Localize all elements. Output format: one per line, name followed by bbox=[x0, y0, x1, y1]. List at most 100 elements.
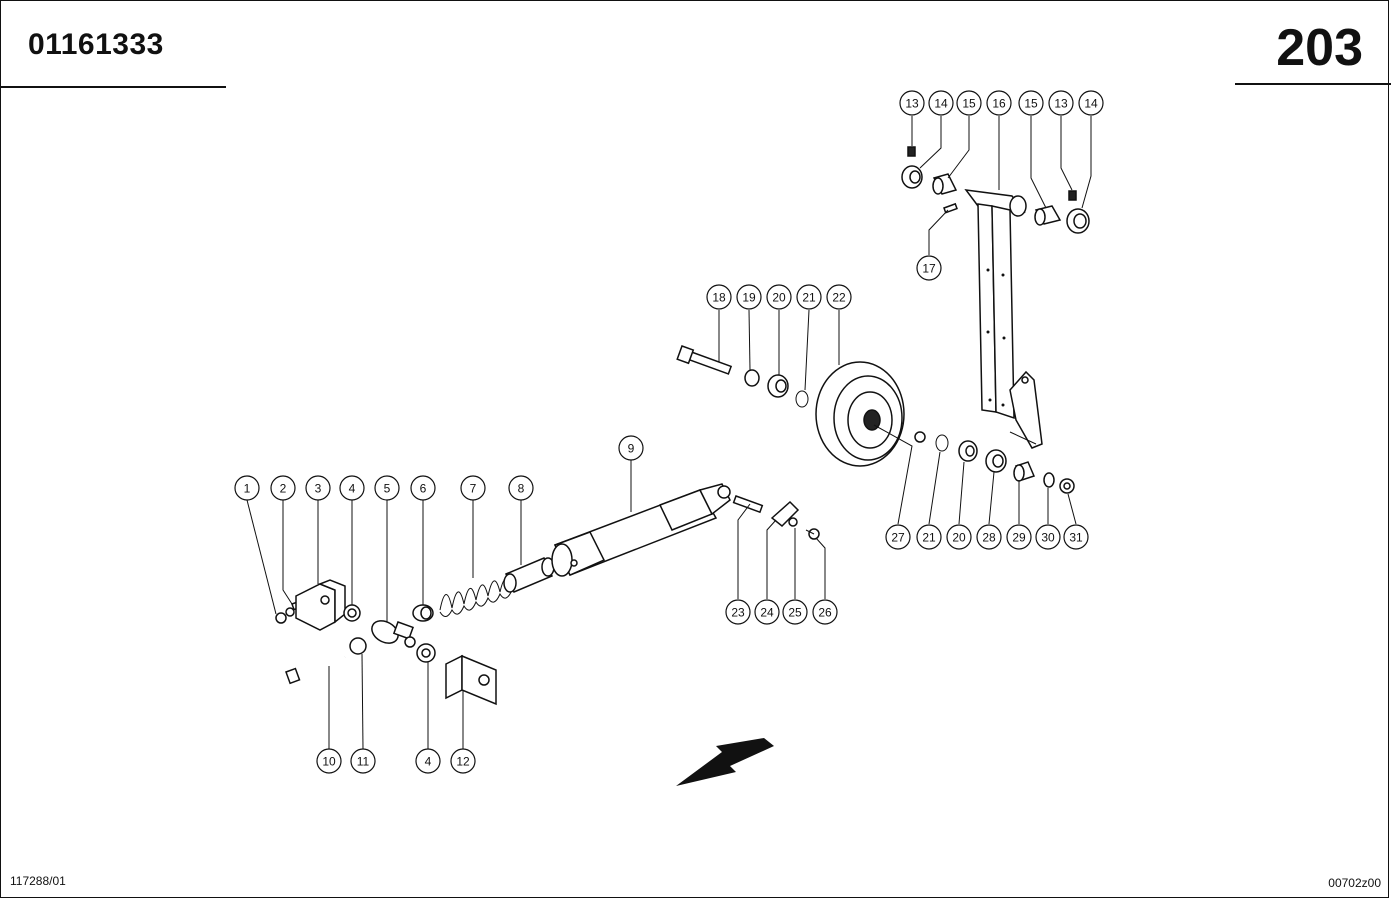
callout-23: 23 bbox=[725, 599, 751, 625]
callout-4: 4 bbox=[339, 475, 365, 501]
part-21-circlip-upper bbox=[795, 390, 809, 408]
callout-4: 4 bbox=[415, 748, 441, 774]
callout-label: 9 bbox=[628, 442, 635, 456]
direction-arrow-icon bbox=[676, 738, 774, 786]
callout-label: 26 bbox=[818, 606, 832, 620]
callout-29: 29 bbox=[1006, 524, 1032, 550]
callout-label: 4 bbox=[349, 482, 356, 496]
callout-label: 12 bbox=[456, 755, 470, 769]
part-22-pulley bbox=[815, 361, 905, 467]
part-14-bearing-right bbox=[1066, 208, 1090, 234]
callout-31: 31 bbox=[1063, 524, 1089, 550]
part-21-circlip-lower bbox=[935, 434, 949, 452]
callout-14: 14 bbox=[1078, 90, 1104, 116]
part-24-clip bbox=[770, 500, 800, 528]
part-13-grease-nipple-right bbox=[1068, 190, 1077, 201]
callout-label: 8 bbox=[518, 482, 525, 496]
part-6-bushing bbox=[412, 604, 434, 622]
callout-label: 22 bbox=[832, 291, 846, 305]
callout-20: 20 bbox=[946, 524, 972, 550]
callout-label: 14 bbox=[934, 97, 948, 111]
callout-label: 27 bbox=[891, 531, 905, 545]
callout-label: 17 bbox=[922, 262, 936, 276]
callout-label: 6 bbox=[420, 482, 427, 496]
callout-1: 1 bbox=[234, 475, 260, 501]
part-23-pin bbox=[732, 495, 764, 514]
callout-label: 25 bbox=[788, 606, 802, 620]
callout-label: 16 bbox=[992, 97, 1006, 111]
callout-19: 19 bbox=[736, 284, 762, 310]
header-rule-right bbox=[1235, 83, 1391, 85]
part-31-nut bbox=[1059, 478, 1075, 494]
callout-label: 15 bbox=[962, 97, 976, 111]
callout-label: 11 bbox=[357, 755, 370, 769]
part-4-nut-lower bbox=[416, 643, 436, 663]
leader-lines bbox=[246, 116, 1092, 750]
part-number: 01161333 bbox=[28, 28, 164, 61]
callout-label: 29 bbox=[1012, 531, 1026, 545]
callout-label: 20 bbox=[772, 291, 786, 305]
callout-30: 30 bbox=[1035, 524, 1061, 550]
callout-16: 16 bbox=[986, 90, 1012, 116]
callout-18: 18 bbox=[706, 284, 732, 310]
part-7-spring bbox=[439, 578, 513, 617]
callout-12: 12 bbox=[450, 748, 476, 774]
callout-label: 5 bbox=[384, 482, 391, 496]
part-19-spacer bbox=[744, 369, 760, 387]
callout-14: 14 bbox=[928, 90, 954, 116]
callout-28: 28 bbox=[976, 524, 1002, 550]
part-29-bushing bbox=[1013, 461, 1036, 482]
callout-label: 1 bbox=[244, 482, 251, 496]
part-15-bushing-left bbox=[932, 173, 958, 195]
callout-label: 13 bbox=[1054, 97, 1068, 111]
part-26-screw bbox=[805, 528, 820, 540]
part-25-washer bbox=[788, 517, 798, 527]
part-4-nut-upper bbox=[343, 604, 361, 622]
header-rule-left bbox=[0, 86, 226, 88]
part-16-tension-arm bbox=[964, 189, 1043, 449]
part-30-washer bbox=[1043, 472, 1055, 488]
callout-label: 19 bbox=[742, 291, 756, 305]
callout-21: 21 bbox=[796, 284, 822, 310]
callout-7: 7 bbox=[460, 475, 486, 501]
callout-label: 15 bbox=[1024, 97, 1038, 111]
callout-label: 31 bbox=[1069, 531, 1083, 545]
callout-5: 5 bbox=[374, 475, 400, 501]
callout-27: 27 bbox=[885, 524, 911, 550]
part-18-bolt bbox=[676, 345, 733, 375]
callout-label: 21 bbox=[922, 531, 936, 545]
callout-label: 21 bbox=[802, 291, 816, 305]
callout-2: 2 bbox=[270, 475, 296, 501]
callout-15: 15 bbox=[1018, 90, 1044, 116]
callout-label: 23 bbox=[731, 606, 745, 620]
part-12-angle-bracket bbox=[445, 654, 497, 706]
callout-label: 3 bbox=[315, 482, 322, 496]
callout-13: 13 bbox=[899, 90, 925, 116]
callout-26: 26 bbox=[812, 599, 838, 625]
part-drawings bbox=[275, 146, 1090, 786]
callout-label: 4 bbox=[425, 755, 432, 769]
callout-label: 13 bbox=[905, 97, 919, 111]
callout-3: 3 bbox=[305, 475, 331, 501]
part-1-washer bbox=[275, 612, 287, 624]
part-15-bushing-right bbox=[1034, 205, 1062, 226]
callout-label: 28 bbox=[982, 531, 996, 545]
part-5-hub bbox=[371, 620, 416, 648]
callout-6: 6 bbox=[410, 475, 436, 501]
page-number: 203 bbox=[1276, 19, 1363, 77]
callout-10: 10 bbox=[316, 748, 342, 774]
callout-label: 18 bbox=[712, 291, 726, 305]
drawing-code-right: 00702z00 bbox=[1328, 876, 1381, 890]
callout-24: 24 bbox=[754, 599, 780, 625]
drawing-code-left: 117288/01 bbox=[10, 874, 66, 888]
callout-9: 9 bbox=[618, 435, 644, 461]
part-3-bracket bbox=[295, 579, 346, 631]
part-8-tube bbox=[503, 557, 555, 593]
callout-22: 22 bbox=[826, 284, 852, 310]
part-13-grease-nipple-left bbox=[907, 146, 916, 157]
callout-label: 10 bbox=[322, 755, 336, 769]
callout-label: 7 bbox=[470, 482, 477, 496]
